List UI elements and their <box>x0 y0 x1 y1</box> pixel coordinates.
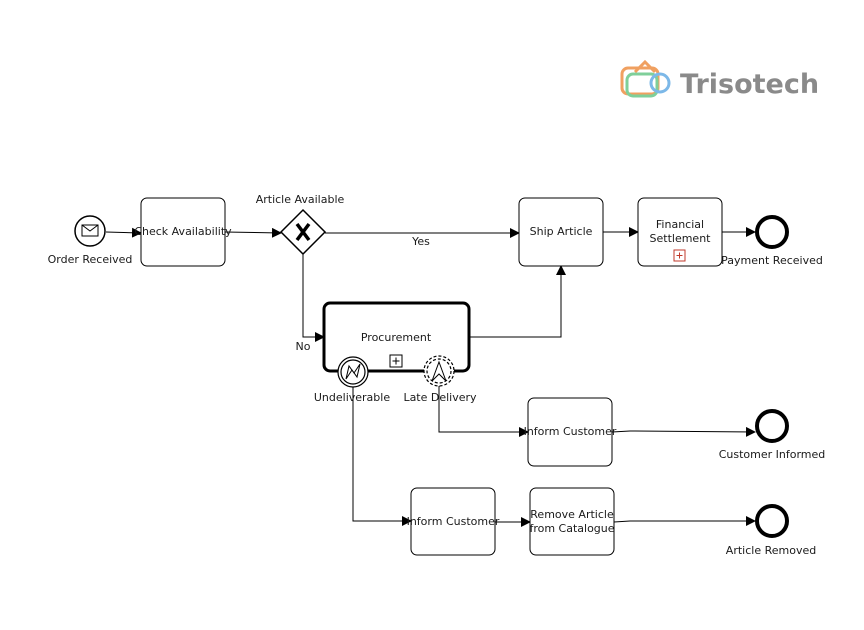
label-order-received: Order Received <box>48 253 133 266</box>
label-procurement: Procurement <box>361 331 432 344</box>
label-payment-received: Payment Received <box>721 254 823 267</box>
brand-name: Trisotech <box>680 69 819 100</box>
trisotech-logo: Trisotech <box>620 59 819 100</box>
error-icon <box>345 363 361 380</box>
label-remove-article: Remove Article <box>530 508 614 521</box>
task-remove-article[interactable]: Remove Article from Catalogue <box>529 487 615 556</box>
escalation-icon <box>431 360 447 382</box>
label-settlement: Settlement <box>650 232 712 245</box>
flow-undeliverable-to-inform <box>352 387 412 526</box>
flow-inform1-to-end <box>611 426 756 437</box>
label-yes: Yes <box>411 235 430 248</box>
label-gateway: Article Available <box>256 193 345 206</box>
boundary-event-undeliverable[interactable] <box>337 356 369 388</box>
label-inform-customer-2: Inform Customer <box>407 515 500 528</box>
label-financial: Financial <box>656 218 704 231</box>
task-inform-customer-1[interactable]: Inform Customer <box>524 397 617 467</box>
x-marker-icon <box>295 222 311 242</box>
message-icon <box>81 224 99 237</box>
label-check-availability: Check Availability <box>134 225 232 238</box>
subprocess-procurement[interactable]: Procurement <box>322 301 471 373</box>
label-undeliverable: Undeliverable <box>314 391 390 404</box>
label-inform-customer-1: Inform Customer <box>524 425 617 438</box>
subprocess-financial-settlement[interactable]: Financial Settlement <box>637 197 723 267</box>
logo-icon <box>620 59 671 98</box>
flow-gateway-no <box>302 253 325 342</box>
exclusive-gateway[interactable] <box>279 208 327 256</box>
sequence-flows <box>105 227 756 527</box>
flow-remove-to-end <box>613 516 756 526</box>
start-event-order-received[interactable] <box>74 215 106 247</box>
collapsed-subprocess-icon <box>673 249 686 262</box>
label-no: No <box>296 340 311 353</box>
label-article-removed: Article Removed <box>726 544 816 557</box>
task-inform-customer-2[interactable]: Inform Customer <box>407 487 500 556</box>
task-check-availability[interactable]: Check Availability <box>134 197 232 267</box>
end-event-article-removed[interactable] <box>755 504 789 538</box>
flow-late-to-inform <box>438 386 529 437</box>
label-late-delivery: Late Delivery <box>403 391 477 404</box>
label-from-catalogue: from Catalogue <box>529 522 614 535</box>
label-customer-informed: Customer Informed <box>719 448 826 461</box>
flow-procurement-to-ship <box>469 265 566 338</box>
collapsed-subprocess-icon <box>389 354 403 368</box>
label-ship-article: Ship Article <box>530 225 593 238</box>
flow-check-to-gateway <box>224 227 282 238</box>
end-event-customer-informed[interactable] <box>755 409 789 443</box>
flow-start-to-check <box>105 227 142 238</box>
task-ship-article[interactable]: Ship Article <box>518 197 604 267</box>
boundary-event-late-delivery[interactable] <box>423 355 455 387</box>
end-event-payment-received[interactable] <box>755 215 789 249</box>
